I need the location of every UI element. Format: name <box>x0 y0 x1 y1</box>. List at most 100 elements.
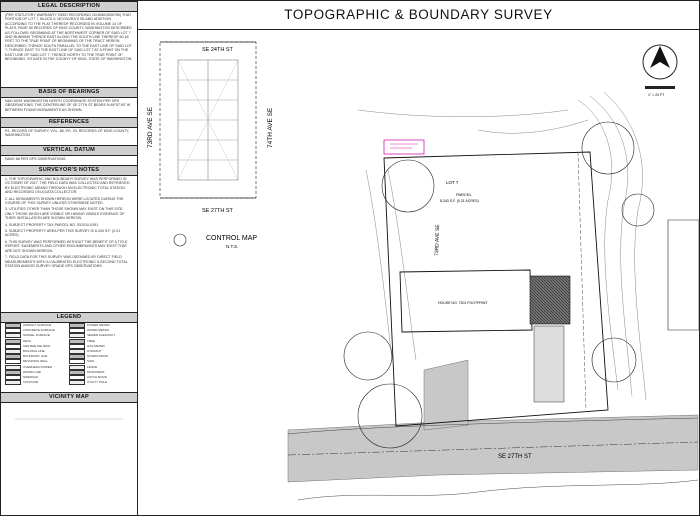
control-north-icon <box>173 233 187 247</box>
control-street-east: 74TH AVE SE <box>267 107 274 148</box>
legend-swatch <box>5 343 21 349</box>
legend-label: RETAINING WALL <box>23 359 49 364</box>
parcel-label: PARCEL <box>456 192 472 197</box>
note-item: 7. FIELD DATA FOR THIS SURVEY WAS OBTAIN… <box>5 255 128 268</box>
adjacent-structure <box>667 219 700 331</box>
legend-swatch <box>69 375 85 380</box>
plan-street-south: SE 27TH ST <box>498 454 532 460</box>
house-footprint <box>399 269 533 333</box>
legend-label: UTILITY POLE <box>87 380 107 385</box>
north-arrow-icon: 1" = 20 FT <box>642 44 678 97</box>
tree-icon <box>581 121 635 175</box>
note-item: 1. THE TOPOGRAPHIC AND BOUNDARY SURVEY W… <box>5 177 130 195</box>
surveyors-notes-list: 1. THE TOPOGRAPHIC AND BOUNDARY SURVEY W… <box>5 177 133 311</box>
legend-swatch <box>5 338 21 344</box>
house-label: HOUSE NO. 7301 FOOTPRINT <box>438 301 488 305</box>
parcel-area: 8,343 S.F. (0.21 ACRES) <box>440 199 479 203</box>
legend-label: WATER METER <box>87 328 109 333</box>
plan-street-west: 73RD AVE SE <box>434 224 441 256</box>
legend-label: FENCE <box>87 364 98 369</box>
contour-lines <box>357 91 647 401</box>
legend-label: STORM DRAIN <box>87 354 108 359</box>
note-item: 6. THIS SURVEY WAS PERFORMED WITHOUT THE… <box>5 239 128 253</box>
legend-swatch <box>69 349 85 354</box>
legend-swatch <box>5 328 21 334</box>
street-pavement <box>287 414 699 483</box>
legend-label: CENTERLINE ROW <box>23 343 51 348</box>
survey-plan-svg: SE 24TH ST SE 27TH ST 73RD AVE SE 74TH A… <box>147 41 700 501</box>
note-item: 2. ALL MONUMENTS SHOWN HEREON WERE LOCAT… <box>5 196 124 206</box>
legend-swatch <box>5 354 21 360</box>
tree-icon <box>381 159 435 213</box>
legend-swatch <box>5 333 21 339</box>
legend-label: WATER LINE <box>23 369 42 374</box>
references-text: R1. RECORD OF SURVEY, VOL. 88, PG. 33, R… <box>5 129 130 138</box>
legend-header: LEGEND <box>1 312 137 323</box>
legend-swatch <box>69 343 85 349</box>
legend-label: CONCRETE SURFACE <box>23 328 55 333</box>
legend-label: SEWER CLEANOUT <box>87 333 116 338</box>
legend-swatch <box>5 369 21 375</box>
legend-swatch <box>5 364 21 370</box>
legend-label: SIDEWALK <box>23 375 39 379</box>
control-street-north: SE 24TH ST <box>202 47 234 53</box>
legal-description-text: (PER STATUTORY WARRANTY DEED RECORDING 2… <box>5 13 133 62</box>
note-item: 4. SUBJECT PROPERTY TAX PARCEL NO. 53101… <box>5 222 99 227</box>
legend-swatch <box>69 380 85 386</box>
legal-description-header: LEGAL DESCRIPTION <box>1 1 137 12</box>
page-title: TOPOGRAPHIC & BOUNDARY SURVEY <box>138 1 699 30</box>
legend-swatch <box>69 323 85 328</box>
note-item: 5. SUBJECT PROPERTY AREA PER THIS SURVEY… <box>5 229 121 238</box>
legend-swatch <box>5 349 21 354</box>
vicinity-map <box>1 401 137 515</box>
tree-canopies <box>343 121 655 449</box>
lot-label: LOT 7 <box>446 180 459 185</box>
basis-of-bearings-text: NAD 83/91 WASHINGTON NORTH COORDINATE SY… <box>5 99 131 112</box>
tree-icon <box>621 193 655 227</box>
tree-icon <box>357 383 423 449</box>
legend-label: GAS METER <box>87 343 105 348</box>
legend-swatch <box>69 354 85 360</box>
vertical-datum-header: VERTICAL DATUM <box>1 145 137 156</box>
control-street-west: 73RD AVE SE <box>147 106 154 148</box>
vicinity-map-drawing <box>1 413 137 515</box>
legend-swatch <box>69 359 85 365</box>
lot-boundary <box>383 151 609 427</box>
legend-swatch <box>69 338 85 344</box>
legend-label: GRAVEL SURFACE <box>23 333 50 338</box>
legend-label: ASPHALT SURFACE <box>23 323 52 327</box>
basis-of-bearings-header: BASIS OF BEARINGS <box>1 87 137 98</box>
legend-swatch <box>69 364 85 370</box>
legend-label: HYDRANT <box>87 349 102 353</box>
tree-icon <box>591 337 637 383</box>
deck-hatch <box>529 275 571 325</box>
legend-label: CATCH BASIN <box>87 375 107 379</box>
legend-label: TREE <box>87 338 96 343</box>
highlight-annotation <box>383 139 425 155</box>
vicinity-map-header: VICINITY MAP <box>1 392 137 403</box>
gravel-area <box>533 325 565 403</box>
legend-swatch <box>5 359 21 365</box>
legend-label: CONTOUR <box>23 380 39 385</box>
legend-swatch <box>5 375 21 380</box>
driveway-pavement <box>423 359 469 431</box>
legend-swatch <box>69 328 85 334</box>
legend-swatch <box>69 333 85 339</box>
survey-drawing: SE 24TH ST SE 27TH ST 73RD AVE SE 74TH A… <box>138 30 700 515</box>
legend-label: SIGN <box>87 359 95 364</box>
legend-label: BOUNDARY LINE <box>23 354 48 359</box>
scale-note: 1" = 20 FT <box>648 93 665 97</box>
note-item: 3. UTILITIES OTHER THAN THOSE SHOWN MAY … <box>5 207 125 221</box>
surveyors-notes-header: SURVEYOR'S NOTES <box>1 165 137 176</box>
legend-swatch <box>69 369 85 375</box>
legend-label: DECK <box>23 338 32 343</box>
control-map-title: CONTROL MAP <box>206 235 257 242</box>
legend-swatch <box>5 380 21 386</box>
vertical-datum-text: NAVD 88 PER GPS OBSERVATIONS. <box>5 157 67 161</box>
legend-label: MONUMENT <box>87 369 105 374</box>
control-map-scale: N.T.S. <box>226 244 238 249</box>
legend-label: OVERHEAD POWER <box>23 364 53 369</box>
tree-icon <box>343 331 393 381</box>
